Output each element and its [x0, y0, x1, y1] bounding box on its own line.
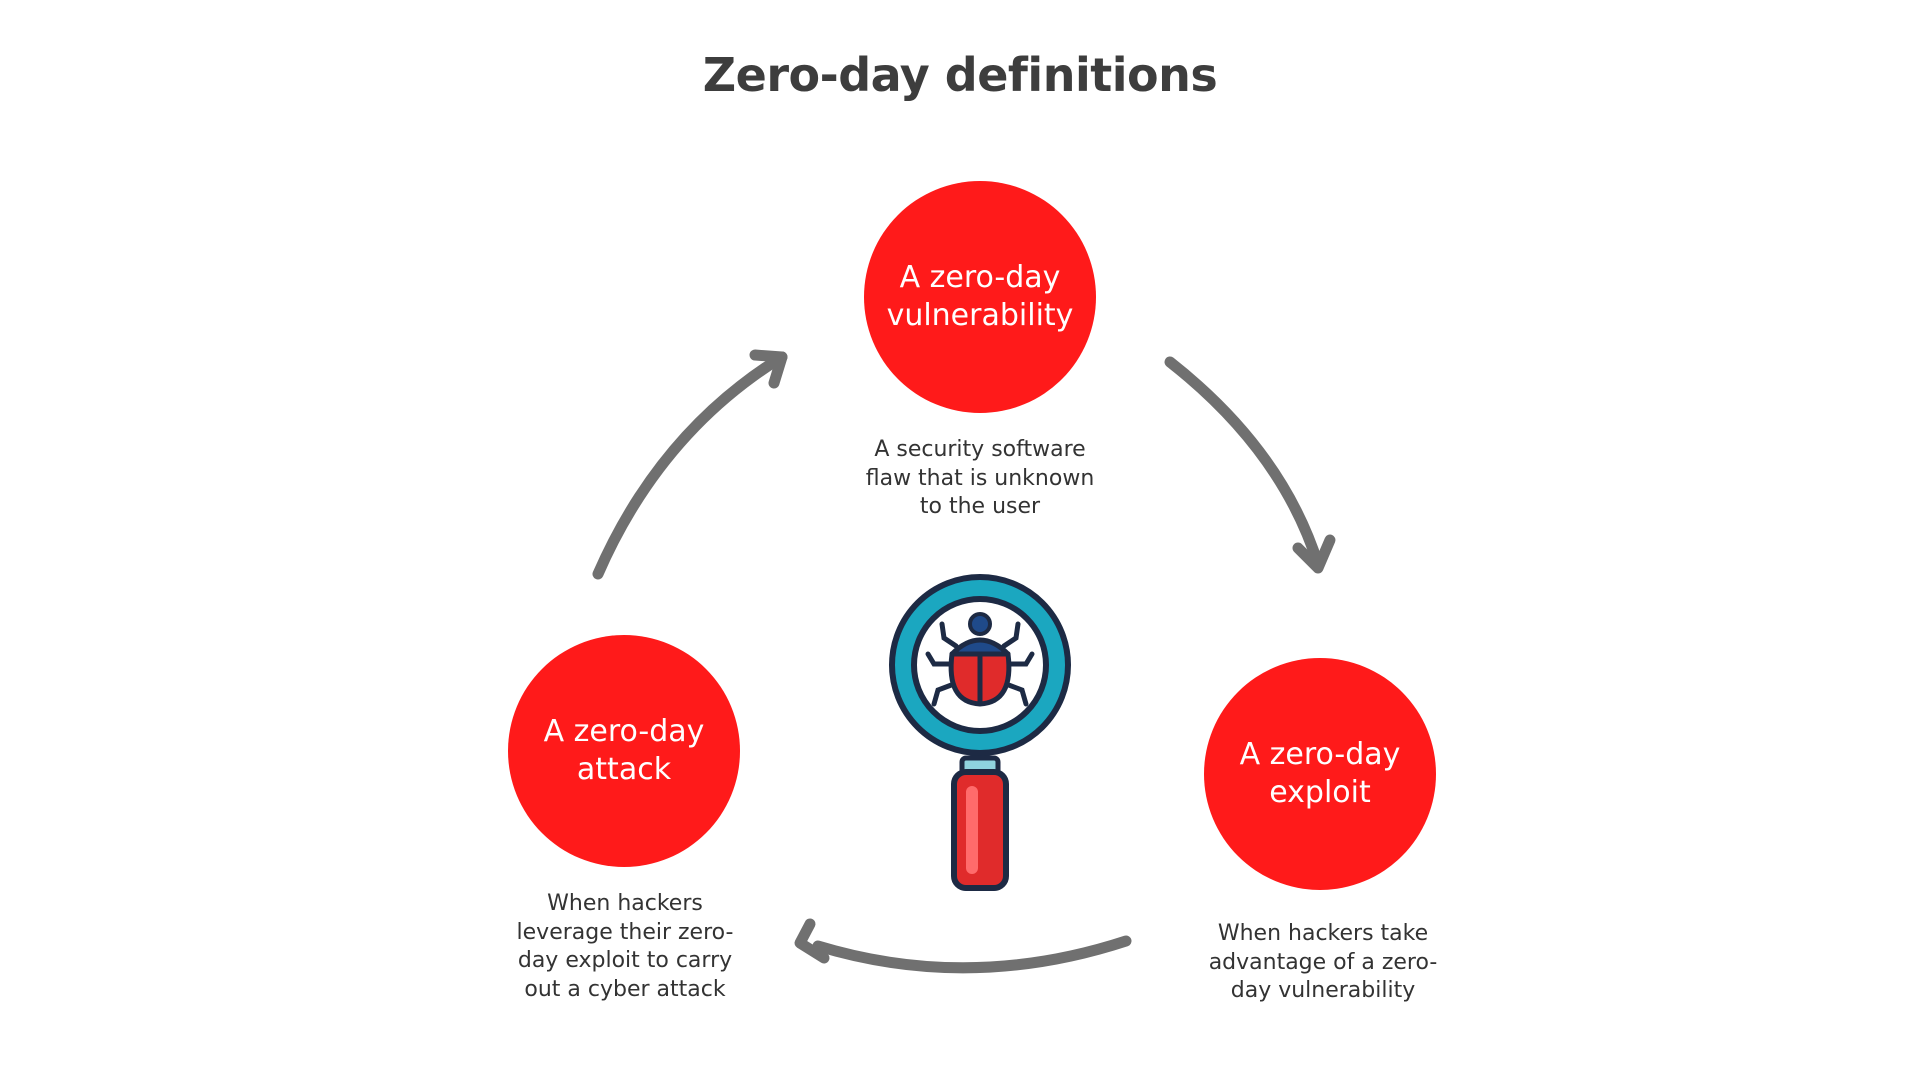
node-zero-day-attack: A zero-day attack	[508, 635, 740, 867]
arrow-attack-to-vuln-head	[749, 349, 788, 389]
description-zero-day-exploit: When hackers take advantage of a zero-da…	[1208, 921, 1438, 1003]
arrow-vuln-to-exploit-head	[1292, 534, 1336, 574]
description-zero-day-attack: When hackers leverage their zero-day exp…	[516, 891, 734, 1002]
description-zero-day-vulnerability: A security software flaw that is unknown…	[865, 437, 1095, 519]
arrow-vuln-to-exploit	[1164, 356, 1324, 570]
arrow-exploit-to-attack	[812, 935, 1132, 974]
magnifying-glass-bug-icon	[889, 574, 1071, 891]
arrow-exploit-to-attack-head	[794, 918, 830, 964]
node-label: A zero-day vulnerability	[886, 260, 1074, 333]
page-title: Zero-day definitions	[702, 48, 1218, 102]
arrow-attack-to-vuln	[592, 351, 788, 580]
node-zero-day-exploit: A zero-day exploit	[1204, 658, 1436, 890]
node-label: A zero-day exploit	[1239, 737, 1401, 810]
node-zero-day-vulnerability: A zero-day vulnerability	[864, 181, 1096, 413]
node-label: A zero-day attack	[543, 714, 705, 787]
